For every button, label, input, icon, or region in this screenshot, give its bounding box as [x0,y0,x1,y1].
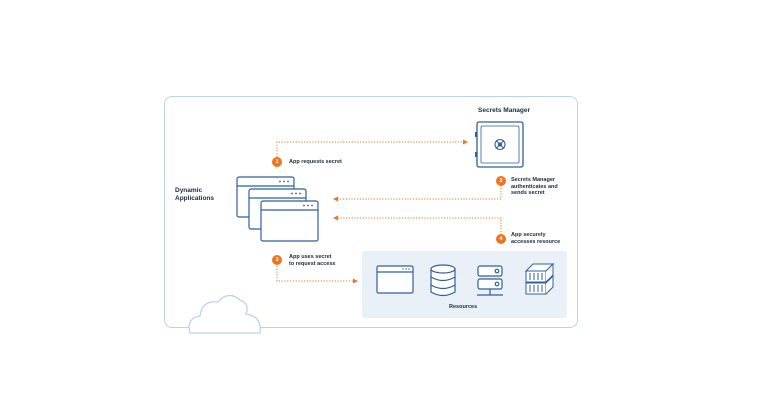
step-1-badge: 1 [272,157,282,167]
step-4-badge: 4 [496,234,506,244]
arrow-step-1 [276,141,464,157]
app-window-icon [376,265,414,294]
step-3-badge: 3 [272,255,282,265]
arrowhead-4 [333,215,338,221]
arrowhead-1 [463,139,468,145]
step-2-badge: 2 [496,176,506,186]
step-3-text: App uses secret to request access [289,254,336,267]
arrow-step-2 [338,185,502,200]
arrow-step-3 [276,266,354,282]
arrowhead-3 [353,278,358,284]
resources-label: Resources [449,304,478,310]
cloud-boundary-frame [164,96,578,328]
database-icon [430,264,456,297]
dynamic-applications-label: Dynamic Applications [175,187,215,202]
arrow-step-4 [338,217,502,235]
secrets-manager-label: Secrets Manager [478,107,531,114]
step-1-text: App requests secret [289,159,342,165]
step-4-text: App securely accesses resource [511,232,561,245]
step-2-text: Secrets Manager authenticates and sends … [511,177,558,196]
arrowhead-2 [333,196,338,202]
server-cluster-icon [524,262,555,295]
server-rack-icon [477,265,503,296]
